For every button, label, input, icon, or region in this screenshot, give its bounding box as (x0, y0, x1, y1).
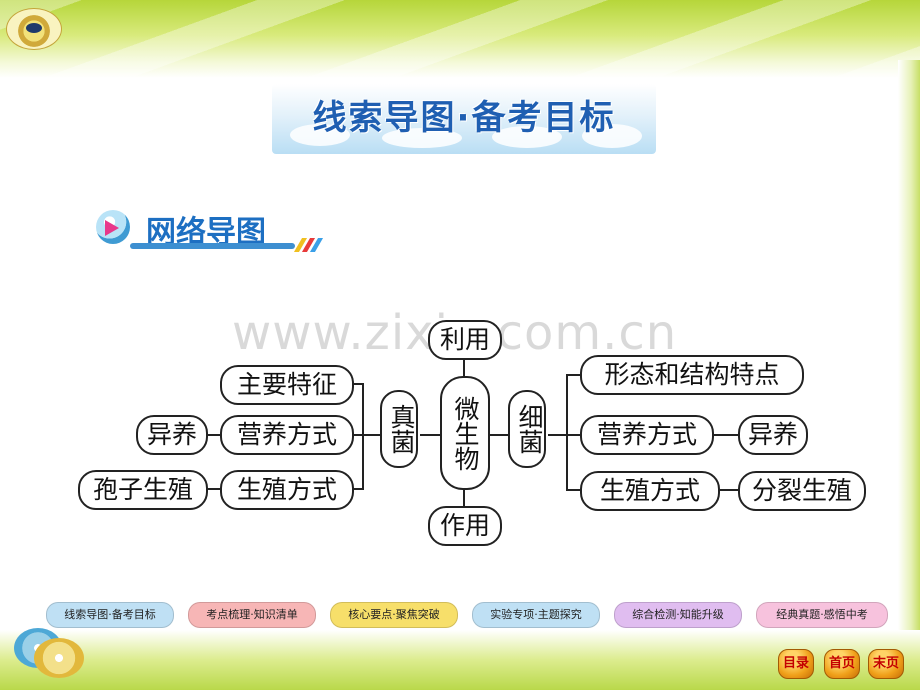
top-border-decoration (0, 0, 920, 78)
page-title: 线索导图·备考目标 (312, 98, 616, 138)
nav-button-classic-exam[interactable]: 经典真题·感悟中考 (756, 602, 888, 628)
mindmap-node-bottom: 作用 (428, 506, 502, 546)
left-item-nutrition-detail: 异养 (136, 415, 208, 455)
cloud-decoration (382, 128, 462, 148)
left-item-feature: 主要特征 (220, 365, 354, 405)
mindmap-branch-bacteria: 细菌 (508, 390, 546, 468)
mindmap-node-top: 利用 (428, 320, 502, 360)
mindmap-branch-fungi: 真菌 (380, 390, 418, 468)
left-item-reproduction-detail: 孢子生殖 (78, 470, 208, 510)
cd-decoration-icon (34, 638, 84, 678)
section-underline (130, 243, 295, 249)
right-item-nutrition: 营养方式 (580, 415, 714, 455)
right-item-structure: 形态和结构特点 (580, 355, 804, 395)
arrow-right-icon (105, 220, 119, 236)
logo-eye-icon (26, 23, 42, 33)
right-item-reproduction-detail: 分裂生殖 (738, 471, 866, 511)
title-banner: 线索导图·备考目标 (272, 84, 656, 154)
first-page-button[interactable]: 首页 (824, 649, 860, 679)
right-item-nutrition-detail: 异养 (738, 415, 808, 455)
last-page-button[interactable]: 末页 (868, 649, 904, 679)
cloud-decoration (582, 124, 642, 148)
cloud-decoration (492, 126, 562, 148)
publisher-logo (6, 8, 62, 50)
top-stripes-decoration (0, 0, 920, 78)
nav-button-core-points[interactable]: 核心要点·聚焦突破 (330, 602, 458, 628)
right-item-reproduction: 生殖方式 (580, 471, 720, 511)
left-item-reproduction: 生殖方式 (220, 470, 354, 510)
bottom-border-decoration (0, 630, 920, 690)
nav-button-overview[interactable]: 线索导图·备考目标 (46, 602, 174, 628)
mindmap-center-node: 微生物 (440, 376, 490, 490)
left-item-nutrition: 营养方式 (220, 415, 354, 455)
right-border-decoration (898, 60, 920, 690)
nav-button-knowledge[interactable]: 考点梳理·知识清单 (188, 602, 316, 628)
toc-button[interactable]: 目录 (778, 649, 814, 679)
cloud-decoration (290, 124, 350, 146)
nav-button-experiment[interactable]: 实验专项·主题探究 (472, 602, 600, 628)
nav-button-comprehensive[interactable]: 综合检测·知能升级 (614, 602, 742, 628)
